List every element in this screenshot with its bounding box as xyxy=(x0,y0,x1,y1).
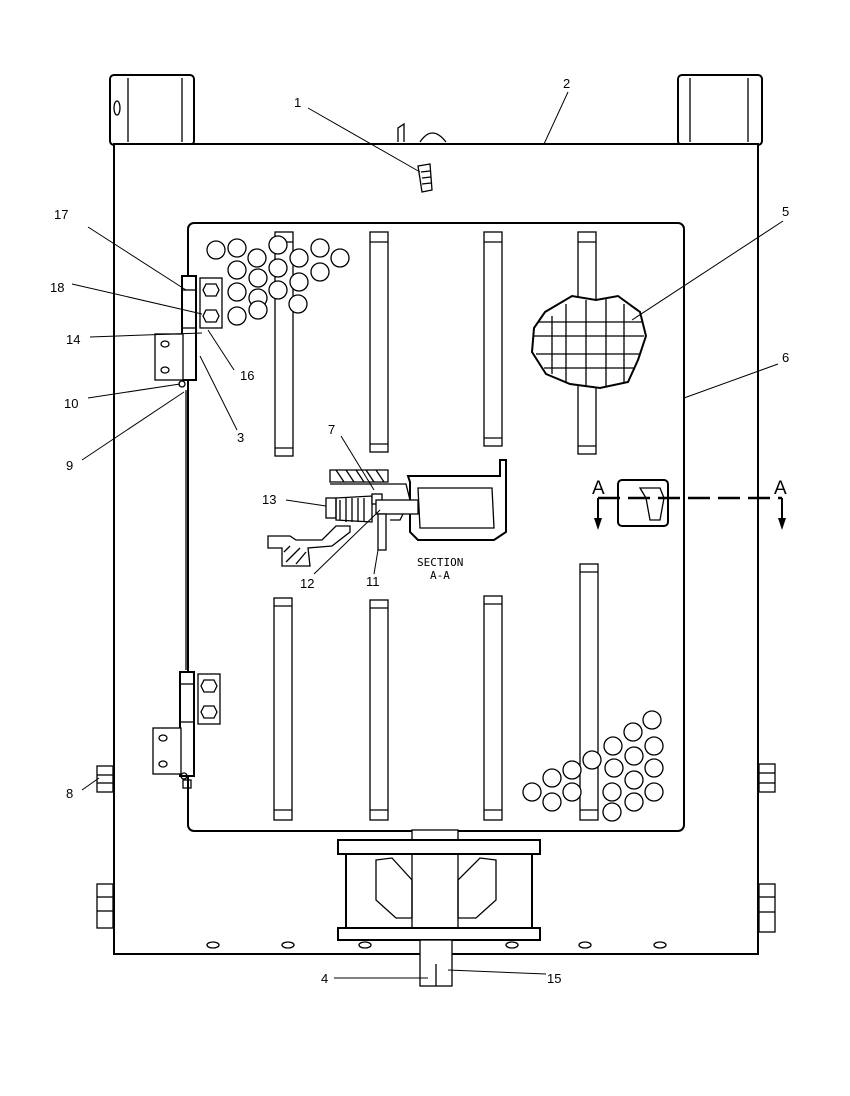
callout-6: 6 xyxy=(782,350,789,365)
callout-2: 2 xyxy=(563,76,570,91)
top-right-fitting xyxy=(677,74,763,146)
callout-12: 12 xyxy=(300,576,314,591)
perforation-holes-upper xyxy=(206,235,350,326)
section-cut-indicator: A A xyxy=(592,478,787,530)
callout-16: 16 xyxy=(240,368,254,383)
callout-17: 17 xyxy=(54,207,68,222)
callout-10: 10 xyxy=(64,396,78,411)
section-label-line1: SECTION xyxy=(417,556,463,569)
callout-13: 13 xyxy=(262,492,276,507)
callout-8: 8 xyxy=(66,786,73,801)
callout-18: 18 xyxy=(50,280,64,295)
section-arrow-right-label: A xyxy=(774,478,787,499)
callout-11: 11 xyxy=(366,574,380,589)
bottom-slots xyxy=(206,941,667,949)
callout-4: 4 xyxy=(321,971,328,986)
callout-5: 5 xyxy=(782,204,789,219)
callout-14: 14 xyxy=(66,332,80,347)
top-left-fitting xyxy=(109,74,195,146)
bottom-mount xyxy=(337,829,541,987)
callout-9: 9 xyxy=(66,458,73,473)
callout-labels: 1 2 3 4 5 6 7 8 9 10 11 12 13 14 15 16 1… xyxy=(50,76,789,986)
leader-lines xyxy=(71,91,784,979)
callout-15: 15 xyxy=(547,971,561,986)
section-label-line2: A-A xyxy=(430,569,450,582)
upper-hinge-assembly xyxy=(154,275,223,670)
perforation-holes-lower xyxy=(522,710,664,822)
filler-cap xyxy=(397,122,447,193)
section-a-a-detail: SECTION A-A xyxy=(267,459,507,582)
callout-7: 7 xyxy=(328,422,335,437)
section-arrow-left-label: A xyxy=(592,478,605,499)
callout-3: 3 xyxy=(237,430,244,445)
lower-hinge-assembly xyxy=(152,671,221,789)
side-bolts xyxy=(96,763,776,933)
core-mesh-cutaway xyxy=(530,294,648,390)
callout-1: 1 xyxy=(294,95,301,110)
